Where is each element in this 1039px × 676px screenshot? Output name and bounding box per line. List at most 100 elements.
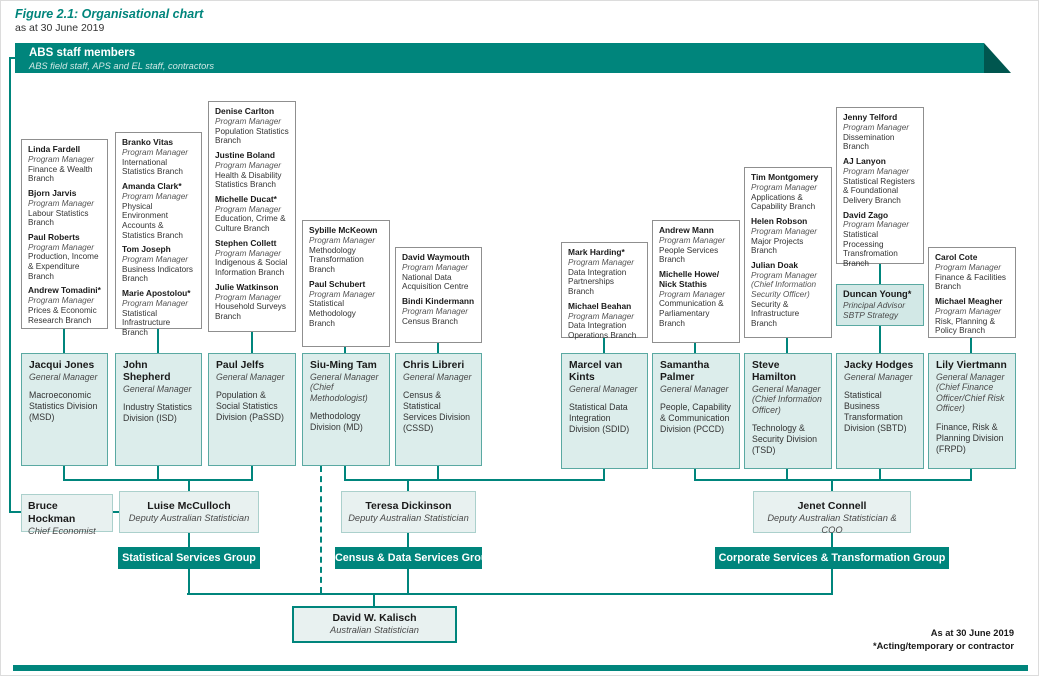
person-name: Carol Cote xyxy=(935,252,978,262)
person-name: Denise Carlton xyxy=(215,106,275,116)
bottom-accent-bar xyxy=(13,665,1028,671)
person-role: Program Manager xyxy=(122,255,188,265)
person-entry: Linda Fardell Program Manager Finance & … xyxy=(28,144,101,184)
person-name: Steve Hamilton xyxy=(752,360,797,383)
person-name: Julie Watkinson xyxy=(215,281,279,292)
abs-staff-banner: ABS staff members ABS field staff, APS a… xyxy=(15,43,984,73)
connector-bus xyxy=(344,479,605,481)
person-unit: Macroeconomic Statistics Division (MSD) xyxy=(29,390,98,423)
person-role: General Manager xyxy=(29,371,98,382)
person-name: Lily Viertmann xyxy=(936,360,1007,371)
person-unit: Population Statistics Branch xyxy=(215,126,289,146)
person-role: Program Manager xyxy=(843,122,909,132)
gm-box-isd: John Shepherd General Manager Industry S… xyxy=(115,353,202,466)
person-role: Program Manager xyxy=(28,242,94,252)
gm-box-msd: Jacqui Jones General Manager Macroeconom… xyxy=(21,353,108,466)
connector-bus xyxy=(694,479,972,481)
person-role: General Manager xyxy=(216,371,285,382)
person-role: Program Manager xyxy=(28,296,94,306)
person-name: Siu-Ming Tam xyxy=(310,360,377,371)
connector-line xyxy=(251,456,253,479)
banner-ribbon-triangle xyxy=(984,43,1011,73)
gm-box-cssd: Chris Libreri General Manager Census & S… xyxy=(395,353,482,466)
person-name: Marie Apostolou* xyxy=(122,288,191,299)
gm-box-passd: Paul Jelfs General Manager Population & … xyxy=(208,353,296,466)
person-unit: People Services Branch xyxy=(659,245,719,265)
connector-line xyxy=(437,456,439,479)
connector-line xyxy=(188,569,190,595)
figure-title: Figure 2.1: Organisational chart xyxy=(15,7,204,21)
person-name: Teresa Dickinson xyxy=(365,500,452,512)
person-entry: AJ Lanyon Program Manager Statistical Re… xyxy=(843,156,917,206)
person-name: Luise McCulloch xyxy=(147,500,231,512)
person-name: Tim Montgomery xyxy=(751,172,819,182)
connector-line xyxy=(157,456,159,479)
person-unit: Household Surveys Branch xyxy=(215,302,286,321)
person-unit: Finance & Facilities Branch xyxy=(935,272,1006,292)
person-unit: Finance, Risk & Planning Division (FRPD) xyxy=(936,422,1004,454)
person-entry: Marie Apostolou* Program Manager Statist… xyxy=(122,288,195,338)
person-name: Jacqui Jones xyxy=(29,360,95,371)
person-unit: Prices & Economic Research Branch xyxy=(28,306,97,325)
person-role: Australian Statistician xyxy=(330,625,419,636)
person-entry: Denise Carlton Program Manager Populatio… xyxy=(215,106,289,146)
person-unit: Methodology Transformation Branch xyxy=(309,245,364,274)
person-role: Program Manager xyxy=(843,166,909,176)
person-unit: Statistical Infrastructure Branch xyxy=(122,308,171,338)
pm-box-census-services: David Waymouth Program Manager National … xyxy=(395,247,482,343)
person-unit: Physical Environment Accounts & Statisti… xyxy=(122,201,183,240)
person-name: Jenet Connell xyxy=(797,500,867,512)
pm-box-industry: Branko Vitas Program Manager Internation… xyxy=(115,132,202,337)
gm-box-pccd: Samantha Palmer General Manager People, … xyxy=(652,353,740,469)
person-role: Program Manager xyxy=(215,160,281,170)
person-role: Deputy Australian Statistician & COO xyxy=(767,513,897,535)
gm-box-tsd: Steve Hamilton General Manager (Chief In… xyxy=(744,353,832,469)
advisor-box-duncan-young: Duncan Young* Principal Advisor SBTP Str… xyxy=(836,284,924,326)
connector-line xyxy=(831,533,833,547)
person-entry: Julie Watkinson Program Manager Househol… xyxy=(215,281,289,322)
person-entry: Michelle Ducat* Program Manager Educatio… xyxy=(215,194,289,234)
person-role: Program Manager xyxy=(215,116,281,126)
person-role: Program Manager xyxy=(568,257,634,267)
group-banner-corporate-services: Corporate Services & Transformation Grou… xyxy=(715,547,949,569)
person-entry: Michael Beahan Program Manager Data Inte… xyxy=(568,301,641,341)
person-unit: Data Integration Partnerships Branch xyxy=(568,267,627,296)
person-name: Marcel van Kints xyxy=(569,360,623,383)
group-banner-statistical-services: Statistical Services Group xyxy=(118,547,260,569)
connector-line xyxy=(188,479,190,493)
person-unit: Business Indicators Branch xyxy=(122,264,193,284)
pm-box-statistical-business: Jenny Telford Program Manager Disseminat… xyxy=(836,107,924,268)
person-entry: Julian Doak Program Manager (Chief Infor… xyxy=(751,260,825,329)
connector-line xyxy=(9,57,17,59)
person-unit: Population & Social Statistics Division … xyxy=(216,390,284,423)
connector-line xyxy=(831,569,833,595)
connector-line xyxy=(879,301,881,353)
person-entry: Bjorn Jarvis Program Manager Labour Stat… xyxy=(28,188,101,228)
person-entry: Andrew Mann Program Manager People Servi… xyxy=(659,225,733,265)
person-unit: Production, Income & Expenditure Branch xyxy=(28,252,99,281)
person-name: Andrew Mann xyxy=(659,225,714,235)
pm-box-population-social: Denise Carlton Program Manager Populatio… xyxy=(208,101,296,332)
pm-box-finance-risk: Carol Cote Program Manager Finance & Fac… xyxy=(928,247,1016,338)
person-unit: Labour Statistics Branch xyxy=(28,208,89,228)
person-role-2: (Chief Finance Officer/Chief Risk Office… xyxy=(936,382,1005,414)
connector-bus xyxy=(63,479,253,481)
person-unit: Statistical Registers & Foundational Del… xyxy=(843,176,915,205)
person-entry: Michelle Howe/ Nick Stathis Program Mana… xyxy=(659,269,733,329)
person-role: Program Manager xyxy=(309,235,375,245)
person-name: David Zago xyxy=(843,209,889,220)
person-name: Linda Fardell xyxy=(28,144,81,154)
person-entry: Tim Montgomery Program Manager Applicati… xyxy=(751,172,825,212)
person-name: Paul Jelfs xyxy=(216,360,265,371)
person-entry: Helen Robson Program Manager Major Proje… xyxy=(751,216,825,256)
connector-line xyxy=(407,479,409,493)
person-role-2: (Chief Information Officer) xyxy=(752,394,822,415)
dashed-divider-line xyxy=(320,466,322,593)
person-unit: Dissemination Branch xyxy=(843,132,895,152)
person-unit: Statistical Business Transformation Divi… xyxy=(844,390,907,434)
person-role: Program Manager xyxy=(659,235,725,245)
person-entry: Sybille McKeown Program Manager Methodol… xyxy=(309,225,383,275)
person-unit: Technology & Security Division (TSD) xyxy=(752,423,818,456)
person-unit: Industry Statistics Division (ISD) xyxy=(123,402,192,424)
person-name: Chris Libreri xyxy=(403,360,465,371)
